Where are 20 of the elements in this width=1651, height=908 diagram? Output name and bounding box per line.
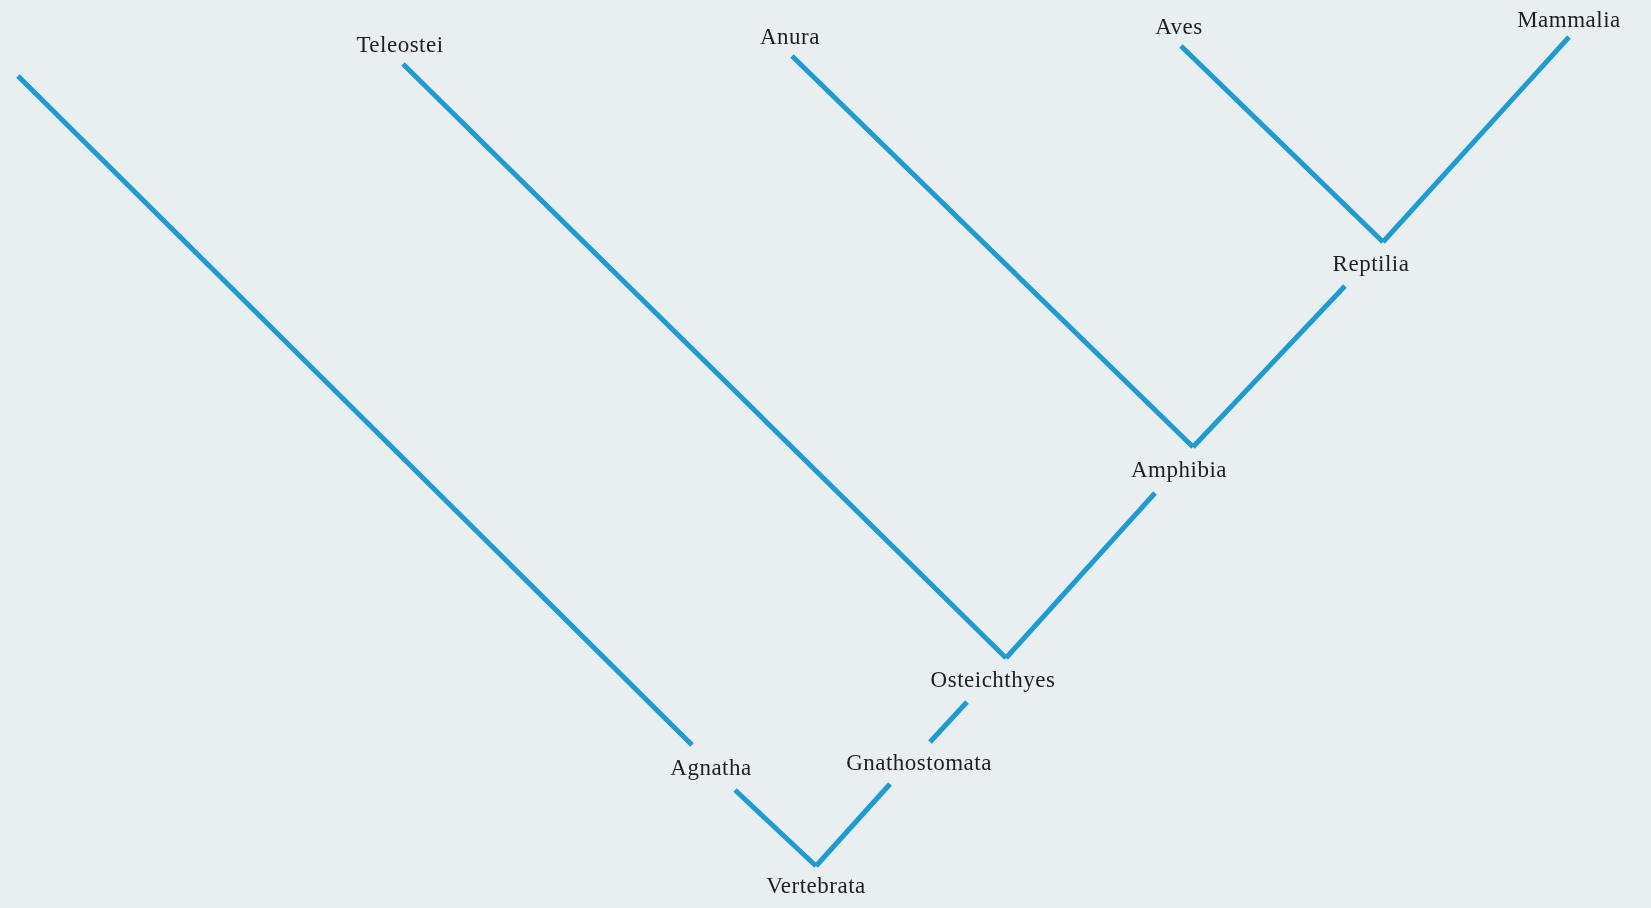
taxon-label: Gnathostomata: [846, 750, 992, 776]
branch-line: [1004, 491, 1157, 660]
branch-line: [928, 700, 969, 744]
taxon-label: Mammalia: [1517, 6, 1621, 33]
taxon-label: Anura: [760, 24, 820, 50]
branch-line: [401, 62, 1008, 660]
taxon-label: Aves: [1155, 14, 1203, 40]
taxon-label: Agnatha: [670, 754, 752, 781]
taxon-label: Amphibia: [1131, 457, 1227, 483]
branch-line: [814, 782, 892, 868]
branch-line: [1191, 284, 1347, 449]
taxon-label: Osteichthyes: [930, 667, 1056, 693]
branch-line: [790, 54, 1195, 449]
branch-line: [1381, 35, 1571, 244]
branch-line: [1179, 44, 1385, 244]
branch-line: [16, 74, 694, 747]
taxon-label: Reptilia: [1332, 251, 1410, 277]
branch-line: [733, 788, 818, 868]
taxon-label: Teleostei: [356, 32, 444, 58]
taxon-label: Vertebrata: [766, 873, 866, 899]
